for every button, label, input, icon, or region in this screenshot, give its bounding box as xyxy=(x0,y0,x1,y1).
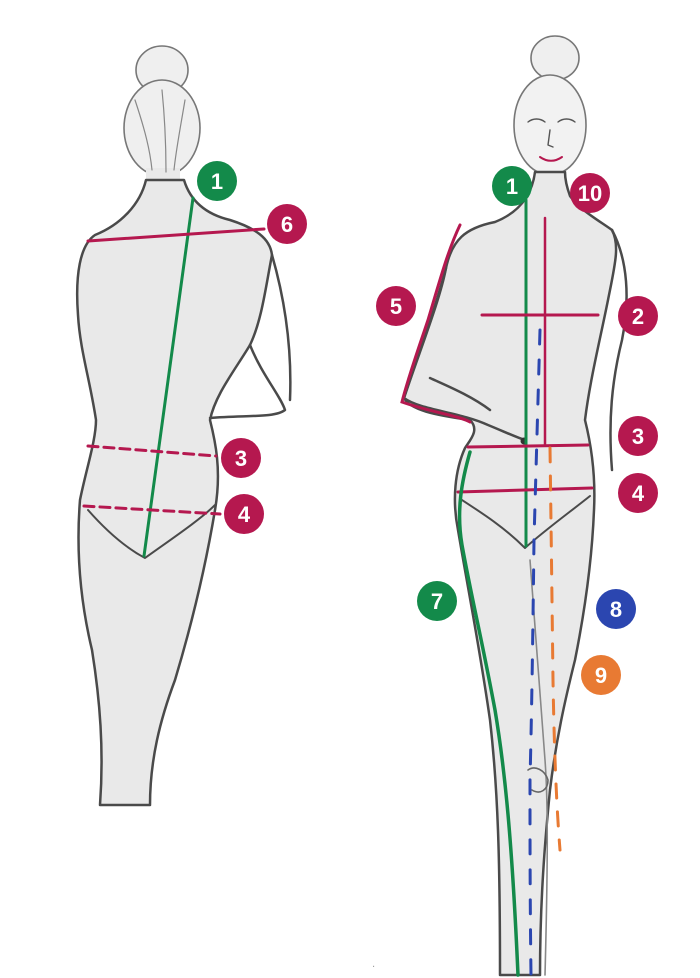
badge-number: 8 xyxy=(610,597,622,622)
inner-leg-line xyxy=(528,328,542,977)
front-leg-gap xyxy=(529,559,549,976)
pencil-mark: · xyxy=(372,962,375,973)
back-hair-strands xyxy=(134,89,186,173)
badge-number: 3 xyxy=(632,424,644,449)
badge-number: 3 xyxy=(235,446,247,471)
badge-back-4: 4 xyxy=(224,494,264,534)
back-shoulder-width-line xyxy=(86,227,266,243)
back-length-line xyxy=(142,196,195,558)
badge-circle xyxy=(197,161,237,201)
badge-circle xyxy=(618,473,658,513)
badge-circle xyxy=(417,581,457,621)
badge-circle xyxy=(581,655,621,695)
front-hair-bun xyxy=(530,35,580,81)
back-bent-arm xyxy=(208,343,287,420)
badge-number: 5 xyxy=(390,294,402,319)
badge-front-1: 1 xyxy=(492,166,532,206)
front-view-measurements xyxy=(400,198,600,977)
front-forearm xyxy=(428,376,492,412)
badge-number: 1 xyxy=(506,174,518,199)
front-right-arm xyxy=(609,228,628,472)
badge-number: 4 xyxy=(632,481,645,506)
badge-circle xyxy=(570,173,610,213)
back-right-arm xyxy=(270,253,292,402)
badge-number: 1 xyxy=(211,169,223,194)
badge-number: 10 xyxy=(578,181,602,206)
badge-back-1: 1 xyxy=(197,161,237,201)
badge-circle xyxy=(221,438,261,478)
badge-number: 6 xyxy=(281,212,293,237)
badge-back-3: 3 xyxy=(221,438,261,478)
outer-leg-length-line xyxy=(457,450,520,977)
badge-number: 2 xyxy=(632,304,644,329)
front-bent-arm xyxy=(402,266,527,442)
front-hip-line xyxy=(456,486,594,494)
badge-circle xyxy=(618,416,658,456)
badge-layer: 1 6 3 4 1 10 5 2 3 4 7 8 9 xyxy=(197,161,658,695)
front-view-figure xyxy=(402,35,628,977)
badge-front-4: 4 xyxy=(618,473,658,513)
badge-circle xyxy=(267,204,307,244)
badge-circle xyxy=(492,166,532,206)
back-hip-line xyxy=(82,504,222,516)
badge-front-2: 2 xyxy=(618,296,658,336)
front-pelvis-line xyxy=(461,495,591,549)
front-knee xyxy=(527,767,549,793)
badge-number: 4 xyxy=(238,502,251,527)
badge-front-10: 10 xyxy=(570,173,610,213)
badge-front-9: 9 xyxy=(581,655,621,695)
arm-length-line xyxy=(400,223,472,424)
front-face xyxy=(527,118,576,162)
back-buttocks-line xyxy=(87,504,216,559)
side-leg-line xyxy=(548,446,562,852)
back-view-measurements xyxy=(82,196,266,558)
badge-circle xyxy=(376,286,416,326)
badge-front-3: 3 xyxy=(618,416,658,456)
front-waist-line xyxy=(466,443,590,449)
badge-back-6: 6 xyxy=(267,204,307,244)
back-body-silhouette xyxy=(75,178,274,807)
back-waist-line xyxy=(86,444,218,458)
badge-front-7: 7 xyxy=(417,581,457,621)
badge-front-8: 8 xyxy=(596,589,636,629)
badge-front-5: 5 xyxy=(376,286,416,326)
badge-number: 9 xyxy=(595,663,607,688)
back-view-figure xyxy=(75,45,292,807)
badge-number: 7 xyxy=(431,589,443,614)
badge-circle xyxy=(618,296,658,336)
badge-circle xyxy=(596,589,636,629)
badge-circle xyxy=(224,494,264,534)
